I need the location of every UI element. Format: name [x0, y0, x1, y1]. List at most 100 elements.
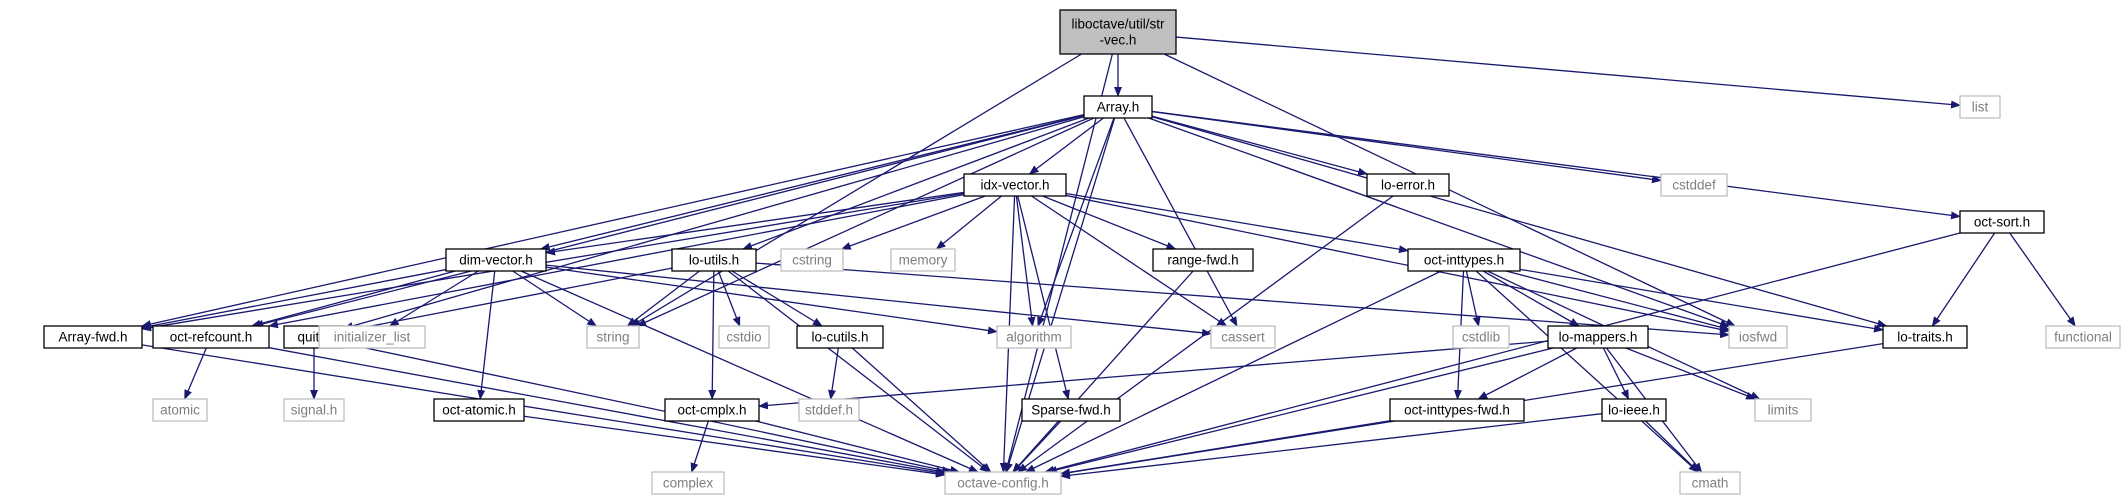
node-sparsefwd[interactable]: Sparse-fwd.h — [1021, 398, 1121, 422]
edge-lomappers-to-octinttypesfwd — [1477, 347, 1578, 400]
edge-lomappers-to-octcmplx — [758, 340, 1549, 410]
node-box — [963, 173, 1067, 197]
node-atomic: atomic — [152, 398, 208, 422]
node-rangefwd[interactable]: range-fwd.h — [1152, 248, 1254, 272]
edge-octinttypes-to-cmath — [1475, 270, 1699, 473]
node-octcmplx[interactable]: oct-cmplx.h — [664, 398, 760, 422]
node-initlist: initializer_list — [318, 325, 426, 349]
node-array[interactable]: Array.h — [1083, 95, 1153, 119]
node-root[interactable]: liboctave/util/str-vec.h — [1059, 9, 1177, 55]
edge-octcmplx-to-complex — [690, 420, 710, 473]
node-octatomic[interactable]: oct-atomic.h — [433, 398, 525, 422]
edge-octinttypes-to-iosfwd — [1505, 270, 1730, 331]
edge-lomappers-to-loieee — [1602, 347, 1630, 400]
node-signal: signal.h — [283, 398, 345, 422]
edge-octcmplx-to-octaveconfig — [755, 420, 961, 474]
edge-array-to-algorithm — [1037, 117, 1115, 327]
node-box — [1882, 325, 1968, 349]
node-label: functional — [2054, 330, 2112, 345]
node-box — [1083, 95, 1153, 119]
node-box — [671, 248, 757, 272]
node-box — [944, 471, 1062, 495]
edge-locutils-to-octaveconfig — [851, 347, 992, 473]
node-box — [718, 325, 770, 349]
node-octaveconfig: octave-config.h — [944, 471, 1062, 495]
edge-dimvector-to-algorithm — [545, 266, 998, 335]
node-box — [1601, 398, 1667, 422]
node-loutils[interactable]: lo-utils.h — [671, 248, 757, 272]
edge-octinttypes-to-octaveconfig — [1024, 270, 1442, 473]
node-label: idx-vector.h — [980, 178, 1049, 193]
node-label: oct-atomic.h — [442, 403, 516, 418]
node-lomappers[interactable]: lo-mappers.h — [1547, 325, 1649, 349]
node-label: lo-ieee.h — [1608, 403, 1660, 418]
node-cstdio: cstdio — [718, 325, 770, 349]
node-complex: complex — [651, 471, 725, 495]
edge-idxvector-to-cassert — [1031, 195, 1228, 327]
node-box — [1679, 471, 1741, 495]
node-octinttypes[interactable]: oct-inttypes.h — [1407, 248, 1521, 272]
node-cmath: cmath — [1679, 471, 1741, 495]
edge-idxvector-to-octinttypes — [1065, 192, 1409, 254]
node-loerror[interactable]: lo-error.h — [1366, 173, 1450, 197]
node-memory: memory — [890, 248, 956, 272]
node-label: memory — [899, 253, 948, 268]
edge-array-to-dimvector — [539, 114, 1085, 251]
edge-loutils-to-octcmplx — [708, 270, 717, 400]
node-arrayfwd[interactable]: Array-fwd.h — [43, 325, 143, 349]
edge-octsort-to-lotraits — [1931, 232, 1996, 327]
node-box — [1547, 325, 1649, 349]
edge-sparsefwd-to-octaveconfig — [1012, 420, 1062, 473]
node-label: Sparse-fwd.h — [1031, 403, 1111, 418]
edge-dimvector-to-octatomic — [477, 270, 496, 400]
node-cstring: cstring — [780, 248, 844, 272]
node-label: cstring — [792, 253, 832, 268]
node-label: list — [1972, 100, 1989, 115]
edge-dimvector-to-octaveconfig — [520, 270, 979, 473]
node-octinttypesfwd[interactable]: oct-inttypes-fwd.h — [1389, 398, 1525, 422]
node-cassert: cassert — [1210, 325, 1276, 349]
node-octsort[interactable]: oct-sort.h — [1959, 210, 2045, 234]
node-list: list — [1959, 95, 2001, 119]
node-label: oct-refcount.h — [170, 330, 253, 345]
node-label: dim-vector.h — [459, 253, 533, 268]
edge-loerror-to-octaveconfig — [1017, 195, 1394, 473]
edge-dimvector-to-string — [512, 270, 598, 327]
node-cstddef: cstddef — [1660, 173, 1728, 197]
node-label: algorithm — [1006, 330, 1062, 345]
edge-octrefcount-to-octaveconfig — [268, 347, 946, 475]
node-label: liboctave/util/str — [1071, 17, 1165, 32]
node-idxvector[interactable]: idx-vector.h — [963, 173, 1067, 197]
node-label: iosfwd — [1739, 330, 1777, 345]
node-octrefcount[interactable]: oct-refcount.h — [152, 325, 270, 349]
node-box — [1452, 325, 1510, 349]
edge-loutils-to-octaveconfig — [727, 270, 990, 473]
edge-array-to-loerror — [1151, 115, 1369, 176]
edge-octinttypes-to-lotraits — [1519, 268, 1884, 333]
node-label: lo-utils.h — [689, 253, 739, 268]
edge-octinttypes-to-lomappers — [1482, 270, 1580, 327]
edge-array-to-loutils — [742, 117, 1090, 250]
node-box — [318, 325, 426, 349]
node-label: lo-mappers.h — [1559, 330, 1638, 345]
edge-octinttypes-to-cstdlib — [1465, 270, 1481, 327]
node-box — [1059, 9, 1177, 55]
node-box — [780, 248, 844, 272]
edge-loutils-to-iosfwd — [755, 262, 1730, 339]
node-loieee[interactable]: lo-ieee.h — [1601, 398, 1667, 422]
node-box — [1959, 210, 2045, 234]
node-stddef: stddef.h — [798, 398, 860, 422]
edges-layer — [141, 36, 2076, 480]
node-label: stddef.h — [805, 403, 853, 418]
node-dimvector[interactable]: dim-vector.h — [445, 248, 547, 272]
node-lotraits[interactable]: lo-traits.h — [1882, 325, 1968, 349]
edge-idxvector-to-dimvector — [545, 191, 965, 256]
edge-dimvector-to-octrefcount — [250, 270, 456, 328]
edge-root-to-string — [630, 53, 1082, 327]
edge-locutils-to-stddef — [828, 347, 839, 400]
node-label: cmath — [1692, 476, 1729, 491]
node-label: string — [596, 330, 629, 345]
node-locutils[interactable]: lo-cutils.h — [796, 325, 884, 349]
node-label: cstdio — [726, 330, 761, 345]
node-label: octave-config.h — [957, 476, 1049, 491]
